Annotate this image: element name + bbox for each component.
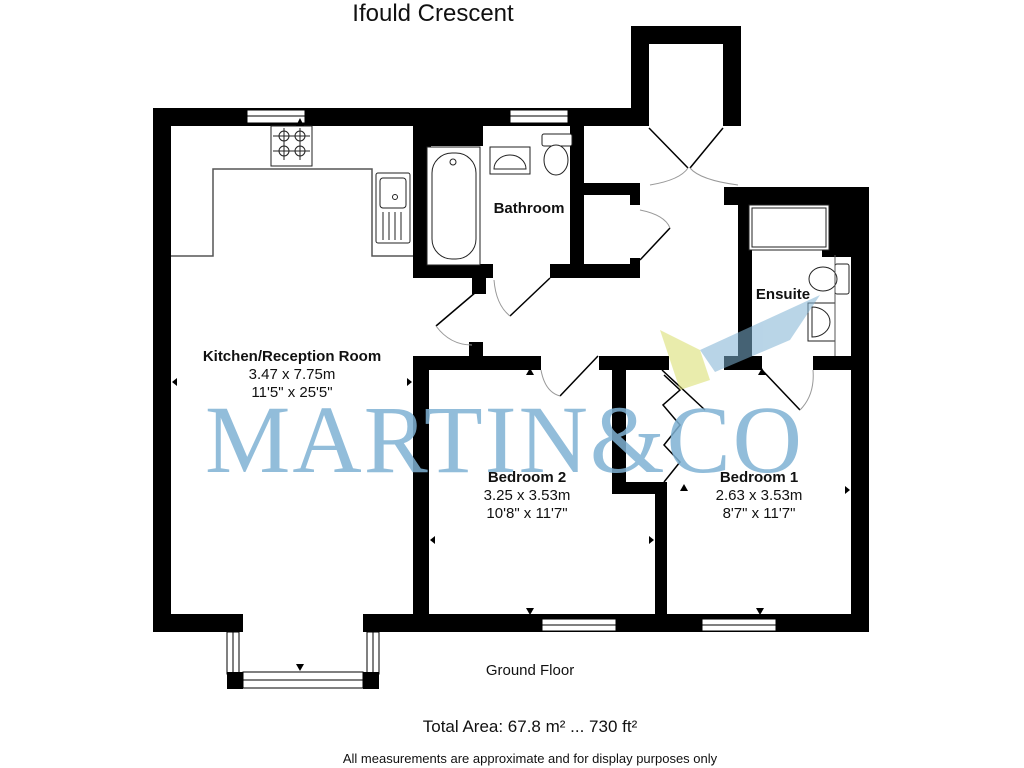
room-metric: 3.25 x 3.53m bbox=[483, 487, 571, 504]
toilet bbox=[541, 133, 573, 176]
bath bbox=[426, 146, 481, 266]
windows bbox=[226, 109, 777, 689]
room-imperial: 8'7" x 11'7" bbox=[722, 505, 796, 522]
disclaimer: All measurements are approximate and for… bbox=[342, 751, 718, 766]
logo-swoosh bbox=[660, 295, 820, 390]
floor-label: Ground Floor bbox=[485, 662, 575, 679]
basin bbox=[489, 146, 531, 175]
hob-arrow bbox=[296, 118, 304, 126]
room-imperial: 11'5" x 25'5" bbox=[251, 384, 333, 401]
room-bedroom-2: Bedroom 2 3.25 x 3.53m 10'8" x 11'7" bbox=[429, 469, 625, 523]
total-area: Total Area: 67.8 m² ... 730 ft² bbox=[422, 717, 638, 736]
room-metric: 2.63 x 3.53m bbox=[715, 487, 803, 504]
room-name: Kitchen/Reception Room bbox=[202, 348, 382, 365]
ensuite-toilet bbox=[808, 263, 850, 295]
room-ensuite: Ensuite bbox=[748, 286, 818, 304]
kitchen-units bbox=[171, 168, 413, 257]
doors bbox=[435, 127, 801, 483]
watermark-logo: MARTIN&CO bbox=[205, 386, 804, 493]
room-name: Ensuite bbox=[755, 286, 811, 303]
dimension-arrows bbox=[172, 368, 850, 671]
door-arcs bbox=[435, 167, 814, 411]
kitchen-sink bbox=[375, 172, 411, 244]
room-name: Bedroom 1 bbox=[719, 469, 799, 486]
shower bbox=[748, 204, 830, 251]
room-name: Bathroom bbox=[493, 200, 565, 217]
bay-corners bbox=[227, 672, 379, 689]
room-kitchen-reception: Kitchen/Reception Room 3.47 x 7.75m 11'5… bbox=[171, 348, 413, 402]
room-metric: 3.47 x 7.75m bbox=[248, 366, 336, 383]
plan-title: Ifould Crescent bbox=[352, 0, 514, 27]
room-bathroom: Bathroom bbox=[484, 200, 574, 218]
ensuite-basin bbox=[807, 302, 836, 342]
room-name: Bedroom 2 bbox=[487, 469, 567, 486]
room-imperial: 10'8" x 11'7" bbox=[486, 505, 568, 522]
room-bedroom-1: Bedroom 1 2.63 x 3.53m 8'7" x 11'7" bbox=[667, 469, 851, 523]
hob bbox=[270, 125, 313, 167]
